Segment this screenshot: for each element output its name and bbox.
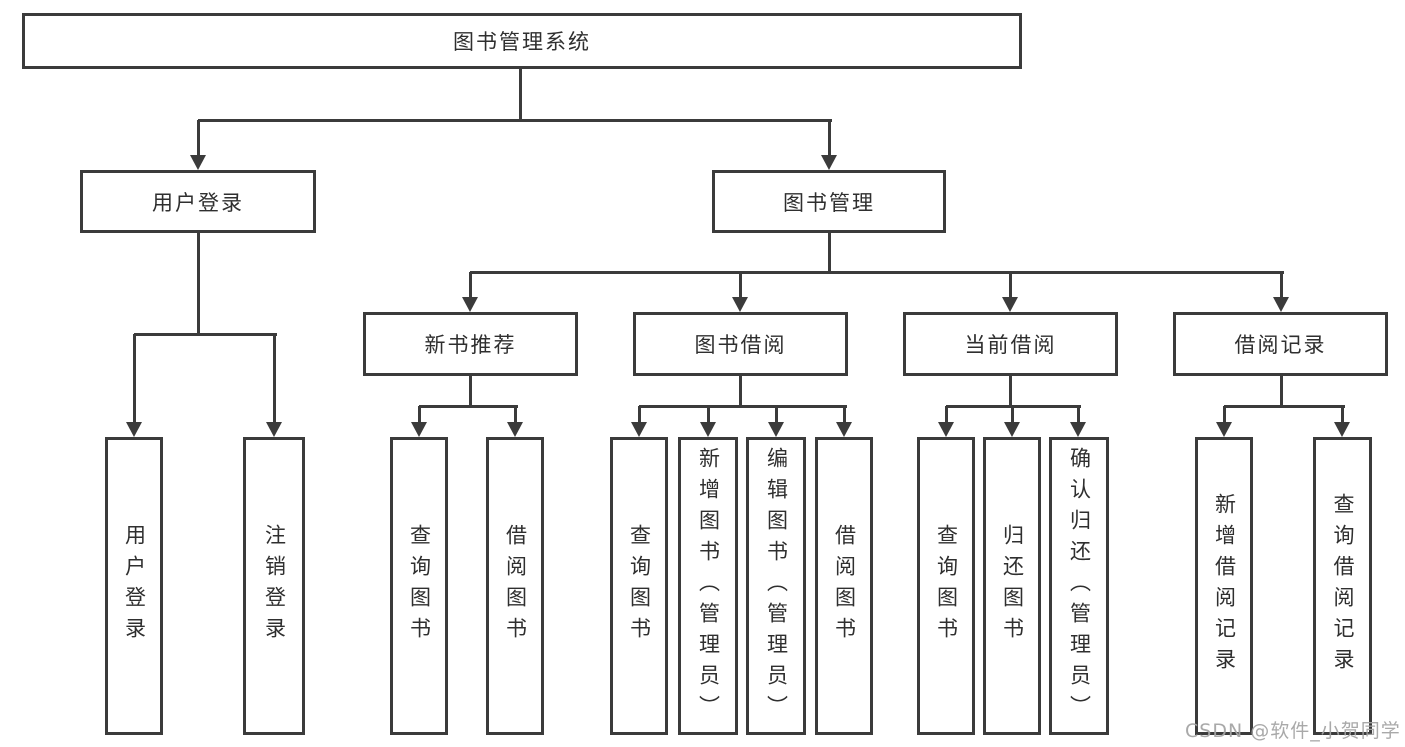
- node-new-book-recommendation: 新书推荐: [363, 312, 578, 376]
- node-label: 用户登录: [122, 524, 147, 648]
- node-label: 借阅记录: [1234, 333, 1327, 357]
- arrow-down-icon: [938, 422, 954, 437]
- node-book-management: 图书管理: [712, 170, 946, 233]
- arrow-down-icon: [507, 422, 523, 437]
- node-leaf-user-login: 用户登录: [105, 437, 163, 735]
- connector-line: [514, 406, 517, 424]
- node-leaf-query-book-recommend: 查询图书: [390, 437, 448, 735]
- arrow-down-icon: [462, 297, 478, 312]
- node-borrowing-records: 借阅记录: [1173, 312, 1388, 376]
- connector-line: [739, 376, 742, 408]
- connector-line: [638, 406, 641, 424]
- arrow-down-icon: [768, 422, 784, 437]
- node-leaf-borrow-book: 借阅图书: [815, 437, 873, 735]
- arrow-down-icon: [411, 422, 427, 437]
- connector-line: [197, 120, 200, 157]
- node-leaf-query-book-borrow: 查询图书: [610, 437, 668, 735]
- arrow-down-icon: [1334, 422, 1350, 437]
- node-label: 查询图书: [407, 524, 432, 648]
- connector-line: [843, 406, 846, 424]
- connector-line: [273, 334, 276, 424]
- arrow-down-icon: [631, 422, 647, 437]
- connector-line: [739, 272, 742, 300]
- connector-line: [198, 119, 832, 122]
- node-label: 借阅图书: [503, 524, 528, 648]
- connector-line: [133, 334, 136, 424]
- connector-line: [519, 69, 522, 121]
- arrow-down-icon: [126, 422, 142, 437]
- node-leaf-borrow-book-recommend: 借阅图书: [486, 437, 544, 735]
- connector-line: [707, 406, 710, 424]
- node-label: 查询图书: [627, 524, 652, 648]
- node-leaf-query-book-current: 查询图书: [917, 437, 975, 735]
- connector-line: [775, 406, 778, 424]
- node-label: 新增图书（管理员）: [696, 446, 721, 726]
- connector-line: [418, 406, 421, 424]
- node-label: 编辑图书（管理员）: [764, 446, 789, 726]
- connector-line: [1009, 272, 1012, 300]
- connector-line: [1341, 406, 1344, 424]
- node-current-borrowing: 当前借阅: [903, 312, 1118, 376]
- node-label: 确认归还（管理员）: [1067, 446, 1092, 726]
- arrow-down-icon: [1002, 297, 1018, 312]
- node-leaf-add-borrow-record: 新增借阅记录: [1195, 437, 1253, 735]
- node-label: 查询借阅记录: [1331, 493, 1355, 679]
- connector-line: [1280, 272, 1283, 300]
- connector-line: [1009, 376, 1012, 408]
- node-label: 图书管理: [783, 190, 875, 215]
- arrow-down-icon: [1004, 422, 1020, 437]
- connector-line: [828, 233, 831, 274]
- node-leaf-edit-book-admin: 编辑图书（管理员）: [746, 437, 806, 735]
- node-library-management-system: 图书管理系统: [22, 13, 1022, 69]
- connector-line: [470, 271, 1284, 274]
- connector-line: [639, 405, 847, 408]
- connector-line: [134, 333, 277, 336]
- connector-line: [946, 405, 1081, 408]
- arrow-down-icon: [836, 422, 852, 437]
- node-label: 图书管理系统: [453, 30, 591, 54]
- node-label: 借阅图书: [832, 524, 857, 648]
- node-leaf-confirm-return-admin: 确认归还（管理员）: [1049, 437, 1109, 735]
- connector-line: [1077, 406, 1080, 424]
- connector-line: [1223, 406, 1226, 424]
- connector-line: [1011, 406, 1014, 424]
- node-label: 查询图书: [934, 524, 959, 648]
- arrow-down-icon: [190, 155, 206, 170]
- connector-line: [419, 405, 518, 408]
- node-leaf-query-borrow-record: 查询借阅记录: [1313, 437, 1372, 735]
- node-book-borrowing: 图书借阅: [633, 312, 848, 376]
- node-user-login: 用户登录: [80, 170, 316, 233]
- connector-line: [197, 233, 200, 336]
- connector-line: [1224, 405, 1345, 408]
- connector-line: [469, 376, 472, 408]
- arrow-down-icon: [1216, 422, 1232, 437]
- connector-line: [469, 272, 472, 300]
- node-leaf-add-book-admin: 新增图书（管理员）: [678, 437, 738, 735]
- arrow-down-icon: [1273, 297, 1289, 312]
- arrow-down-icon: [732, 297, 748, 312]
- arrow-down-icon: [266, 422, 282, 437]
- connector-line: [1280, 376, 1283, 408]
- csdn-watermark: CSDN @软件_小贺同学: [1185, 720, 1401, 742]
- arrow-down-icon: [821, 155, 837, 170]
- node-label: 归还图书: [1000, 524, 1025, 648]
- node-label: 图书借阅: [694, 333, 787, 357]
- node-label: 新增借阅记录: [1212, 493, 1237, 679]
- arrow-down-icon: [1070, 422, 1086, 437]
- node-leaf-logout: 注销登录: [243, 437, 305, 735]
- node-leaf-return-book: 归还图书: [983, 437, 1041, 735]
- connector-line: [828, 120, 831, 157]
- node-label: 新书推荐: [424, 333, 517, 357]
- arrow-down-icon: [700, 422, 716, 437]
- node-label: 当前借阅: [964, 333, 1057, 357]
- node-label: 用户登录: [152, 190, 244, 215]
- node-label: 注销登录: [262, 524, 287, 648]
- connector-line: [945, 406, 948, 424]
